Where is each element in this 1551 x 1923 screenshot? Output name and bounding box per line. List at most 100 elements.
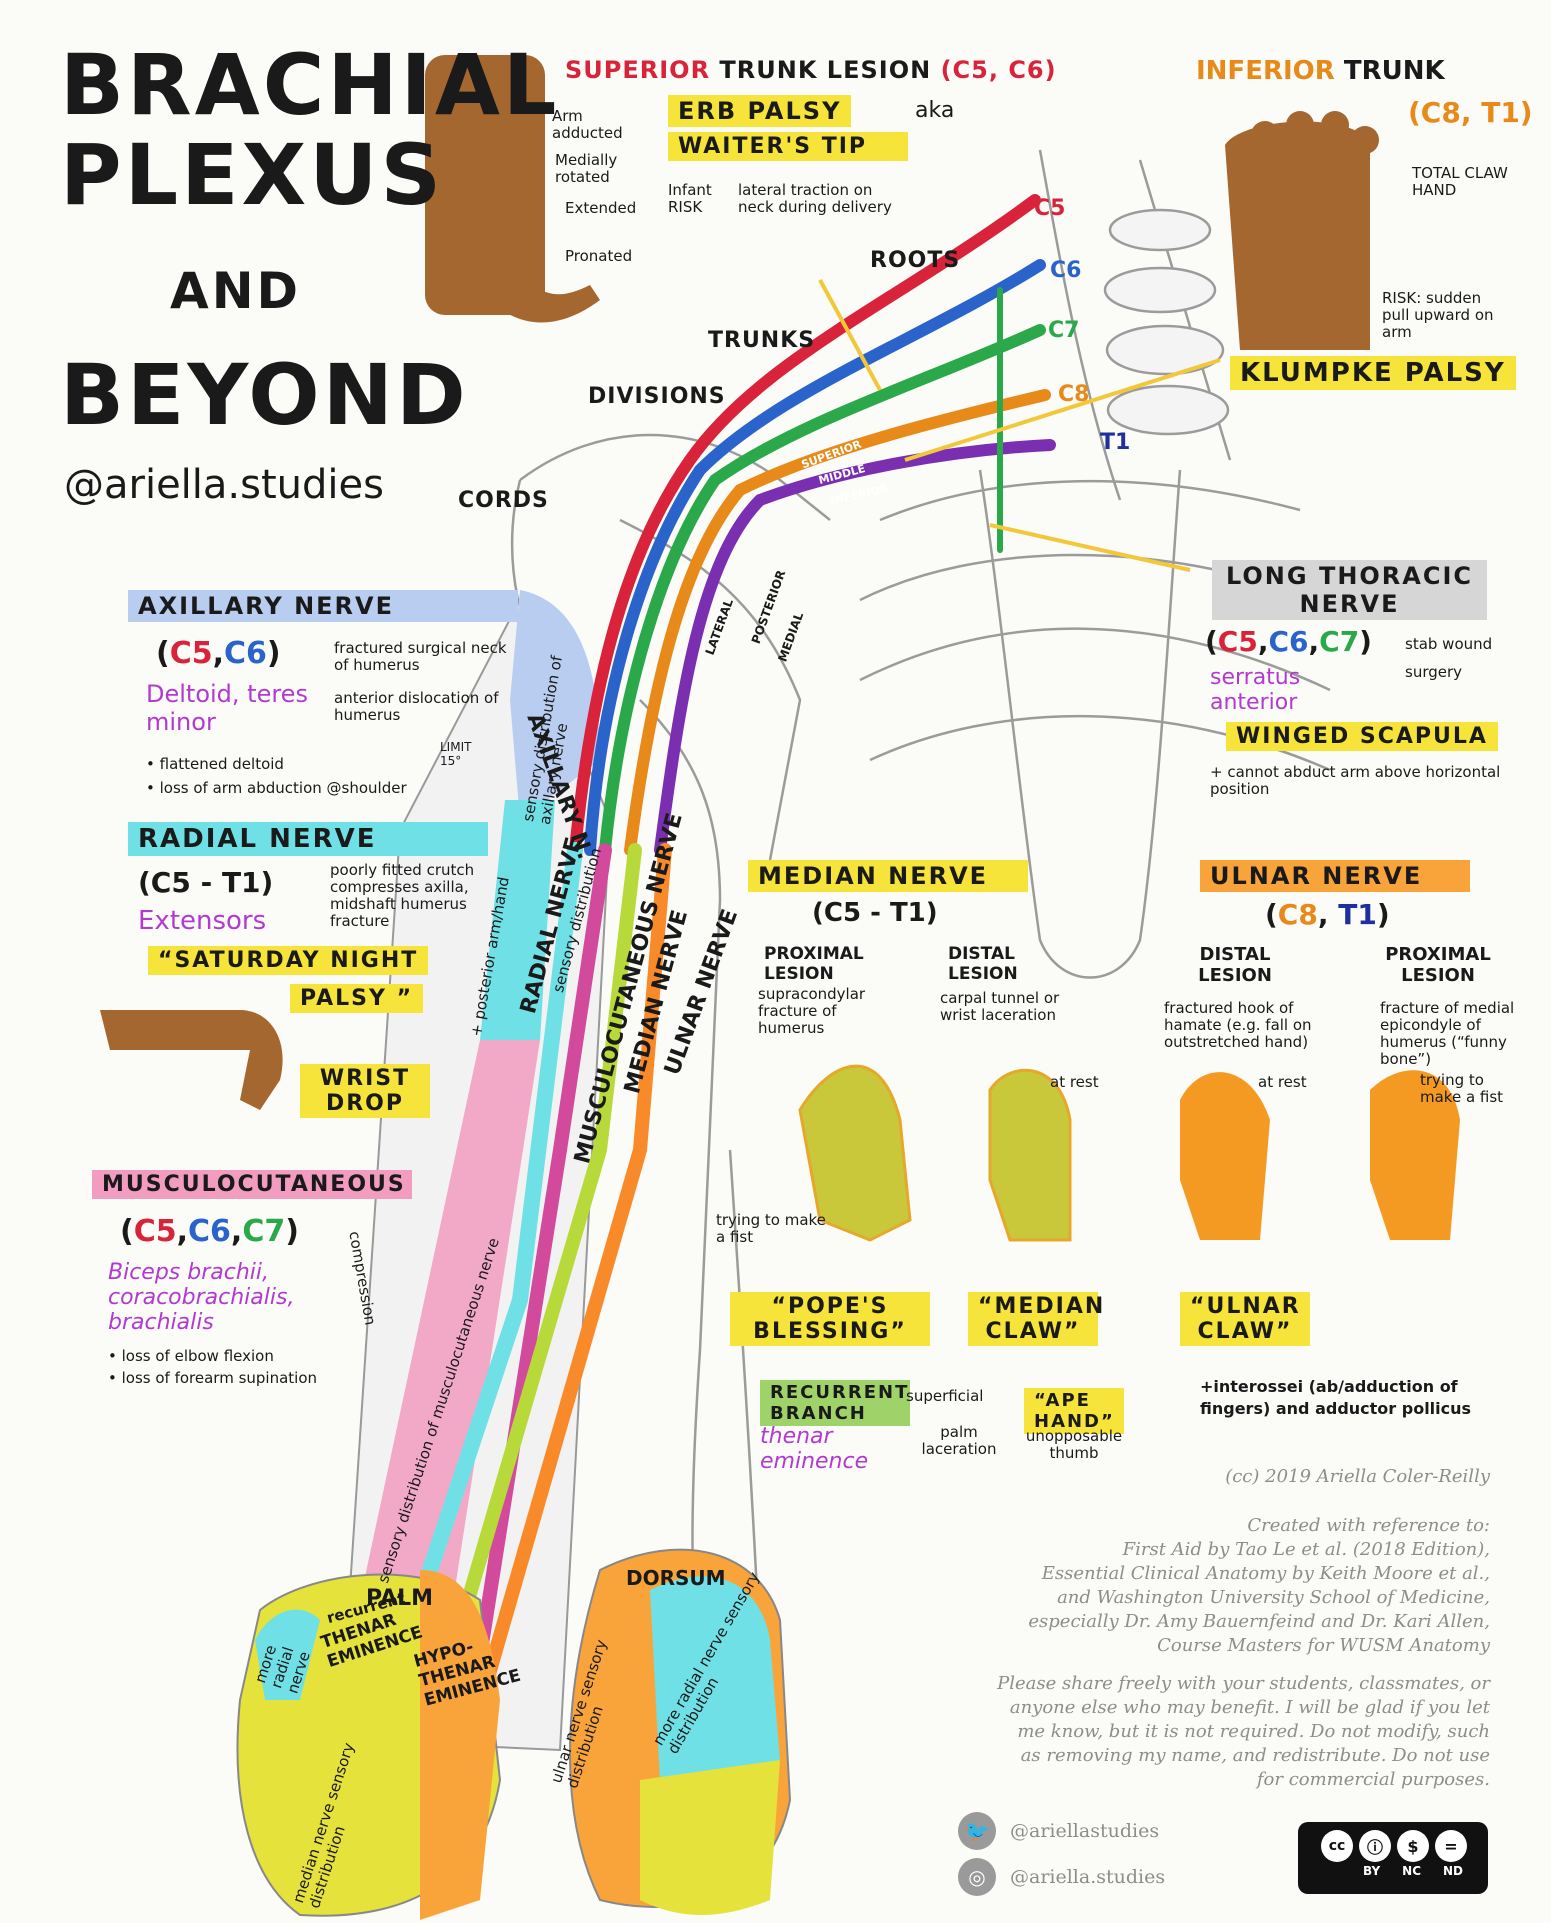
aka-label: aka bbox=[915, 98, 955, 123]
erb-risk: RISK bbox=[668, 198, 703, 216]
ulnar-at-rest: at rest bbox=[1258, 1073, 1307, 1091]
noderivs-icon: = bbox=[1435, 1830, 1467, 1862]
root-c6: C6 bbox=[1050, 258, 1082, 283]
root-c7: C7 bbox=[1048, 318, 1080, 343]
axillary-cause-1: fractured surgical neck of humerus bbox=[334, 639, 507, 674]
instagram-link[interactable]: ◎ @ariella.studies bbox=[958, 1858, 1165, 1896]
erb-heading-trunk: TRUNK LESION bbox=[719, 56, 932, 84]
median-claw-label: “MEDIAN CLAW” bbox=[968, 1292, 1103, 1346]
musculocutaneous-roots: (C5,C6,C7) bbox=[120, 1214, 299, 1249]
ulnar-hands bbox=[1180, 1070, 1460, 1240]
palm-laceration-label: palm laceration bbox=[921, 1423, 997, 1458]
mc-root-c5: C5 bbox=[133, 1214, 177, 1249]
title-line-2: PLEXUS bbox=[60, 126, 444, 224]
copyright: (cc) 2019 Ariella Coler-Reilly bbox=[1225, 1466, 1490, 1487]
ref-line-5: especially Dr. Amy Bauernfeind and Dr. K… bbox=[1028, 1611, 1490, 1632]
erb-palsy-label: ERB PALSY bbox=[668, 95, 852, 127]
ref-line-6: Course Masters for WUSM Anatomy bbox=[1157, 1635, 1490, 1656]
twitter-link[interactable]: 🐦 @ariellastudies bbox=[958, 1812, 1159, 1850]
winged-scapula-label: WINGED SCAPULA bbox=[1226, 722, 1498, 751]
reference-block: Created with reference to: First Aid by … bbox=[900, 1514, 1490, 1658]
median-at-rest: at rest bbox=[1050, 1073, 1099, 1091]
axillary-muscles: Deltoid, teres minor bbox=[146, 680, 308, 736]
radial-causes: poorly fitted crutch compresses axilla, … bbox=[330, 861, 475, 930]
attribution-icon: ⓘ bbox=[1359, 1830, 1391, 1862]
median-trying: trying to make a fist bbox=[716, 1211, 826, 1246]
erb-arm-label-4: Pronated bbox=[565, 247, 633, 265]
lesion-arrows bbox=[818, 279, 1221, 572]
share-line-1: Please share freely with your students, … bbox=[997, 1673, 1490, 1694]
ref-line-1: Created with reference to: bbox=[1247, 1515, 1490, 1536]
thenar-eminence-label: thenar eminence bbox=[760, 1424, 869, 1474]
ulnar-claw-label: “ULNAR CLAW” bbox=[1180, 1292, 1310, 1346]
share-line-2: anyone else who may benefit. I will be g… bbox=[1009, 1697, 1490, 1718]
palsy-label: PALSY ” bbox=[290, 984, 424, 1013]
share-line-5: for commercial purposes. bbox=[1256, 1769, 1490, 1790]
plexus-bundles bbox=[569, 194, 1056, 856]
klumpke-heading: INFERIOR TRUNK bbox=[1196, 56, 1445, 86]
klumpke-roots: (C8, T1) bbox=[1408, 96, 1533, 129]
ref-line-3: Essential Clinical Anatomy by Keith Moor… bbox=[1041, 1563, 1490, 1584]
dorsum-label: DORSUM bbox=[626, 1566, 726, 1590]
ax-root-c5: C5 bbox=[169, 636, 213, 671]
twitter-handle: @ariellastudies bbox=[1010, 1820, 1160, 1842]
dorsum-hand bbox=[569, 1548, 792, 1915]
author-handle: @ariella.studies bbox=[64, 462, 384, 508]
lt-cause-2: surgery bbox=[1405, 663, 1463, 681]
ulnar-proximal: PROXIMAL LESION bbox=[1385, 944, 1491, 986]
wrist-drop-sketch bbox=[100, 1010, 283, 1110]
ref-line-4: and Washington University School of Medi… bbox=[1057, 1587, 1490, 1608]
median-hands bbox=[798, 1064, 1072, 1242]
lt-cause-1: stab wound bbox=[1405, 635, 1493, 653]
erb-arm-label-1: Arm adducted bbox=[552, 107, 623, 142]
mc-root-c6: C6 bbox=[188, 1214, 231, 1249]
axillary-limit: LIMIT 15° bbox=[440, 740, 472, 768]
radial-title: RADIAL NERVE bbox=[128, 822, 488, 856]
ulnar-distal-cause: fractured hook of hamate (e.g. fall on o… bbox=[1164, 999, 1312, 1051]
ulnar-trying: trying to make a fist bbox=[1420, 1071, 1504, 1106]
skeleton-outline bbox=[510, 149, 1331, 1651]
erb-arm-sketch bbox=[425, 55, 600, 323]
cc-icon: cc bbox=[1321, 1830, 1353, 1862]
radial-roots: (C5 - T1) bbox=[138, 866, 274, 899]
long-thoracic-roots: (C5,C6,C7) bbox=[1205, 625, 1372, 658]
instagram-handle: @ariella.studies bbox=[1010, 1866, 1166, 1888]
cc-license[interactable]: cc ⓘ $ = BY NC ND bbox=[1306, 1828, 1482, 1888]
musculocutaneous-muscles: Biceps brachii, coracobrachialis, brachi… bbox=[108, 1260, 295, 1335]
ax-root-c6: C6 bbox=[224, 636, 267, 671]
divisions-label: DIVISIONS bbox=[588, 384, 726, 409]
root-c8: C8 bbox=[1058, 382, 1090, 407]
ul-root-t1: T1 bbox=[1338, 898, 1377, 931]
long-thoracic-title: LONG THORACIC NERVE bbox=[1212, 560, 1487, 620]
cords-label: CORDS bbox=[458, 488, 549, 513]
cc-terms: BY NC ND bbox=[1325, 1864, 1463, 1878]
root-t1: T1 bbox=[1100, 430, 1131, 455]
mc-root-c7: C7 bbox=[242, 1214, 286, 1249]
ulnar-title: ULNAR NERVE bbox=[1200, 860, 1470, 892]
lt-root-c7: C7 bbox=[1319, 625, 1360, 658]
ref-line-2: First Aid by Tao Le et al. (2018 Edition… bbox=[1122, 1539, 1490, 1560]
palm-label: PALM bbox=[366, 1586, 434, 1611]
klumpke-palsy-label: KLUMPKE PALSY bbox=[1230, 356, 1516, 390]
median-distal-cause: carpal tunnel or wrist laceration bbox=[940, 989, 1060, 1024]
axillary-sensory-region bbox=[510, 590, 600, 820]
ulnar-note: +interossei (ab/adduction of fingers) an… bbox=[1200, 1377, 1472, 1418]
erb-arm-label-3: Extended bbox=[565, 199, 637, 217]
erb-heading-superior: SUPERIOR bbox=[565, 56, 711, 84]
superficial-label: superficial bbox=[906, 1387, 984, 1405]
median-proximal: PROXIMAL LESION bbox=[764, 944, 864, 984]
wrist-drop-label: WRIST DROP bbox=[300, 1064, 430, 1118]
cc-icons: cc ⓘ $ = bbox=[1321, 1830, 1467, 1862]
instagram-icon: ◎ bbox=[958, 1858, 996, 1896]
musculocutaneous-effect-1: • loss of elbow flexion bbox=[108, 1347, 274, 1365]
root-c5: C5 bbox=[1034, 196, 1066, 221]
cc-term-nc: NC bbox=[1402, 1864, 1422, 1878]
median-proximal-cause: supracondylar fracture of humerus bbox=[758, 985, 866, 1037]
ulnar-roots: (C8, T1) bbox=[1265, 898, 1390, 931]
lt-root-c6: C6 bbox=[1268, 625, 1309, 658]
title-line-3: AND bbox=[170, 262, 302, 320]
erb-risk-text: lateral traction on neck during delivery bbox=[738, 181, 892, 216]
cc-term-by: BY bbox=[1362, 1864, 1381, 1878]
axillary-roots: (C5,C6) bbox=[156, 636, 281, 671]
